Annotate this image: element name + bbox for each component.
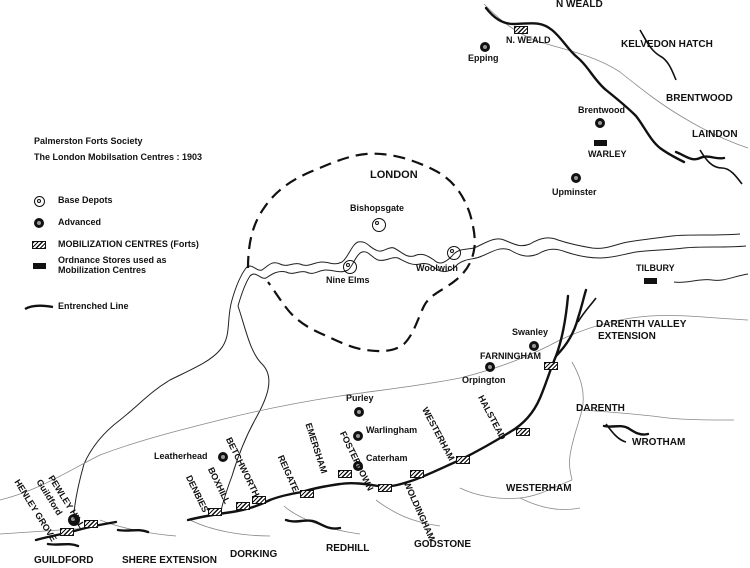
fort-n-weald: [514, 26, 528, 34]
base-depot-woolwich: [447, 246, 461, 260]
label-caterham: Caterham: [366, 453, 408, 463]
river-thames: [231, 233, 741, 301]
store-warley: [594, 140, 607, 146]
label-n-weald-fort: N. WEALD: [506, 35, 551, 45]
label-redhill: REDHILL: [326, 543, 370, 554]
label-godstone: GODSTONE: [414, 539, 472, 550]
fort-westerham: [456, 456, 470, 464]
filled-dot-icon: [34, 218, 44, 228]
label-shere-extension: SHERE EXTENSION: [122, 555, 218, 566]
fort-henley-grove: [60, 528, 74, 536]
label-london: LONDON: [370, 169, 418, 181]
fort-woldingham: [410, 470, 424, 478]
fort-betchworth: [252, 496, 266, 504]
legend-label: Advanced: [58, 217, 102, 228]
label-warlingham: Warlingham: [366, 425, 418, 435]
label-woolwich: Woolwich: [416, 263, 458, 273]
label-wrotham: WROTHAM: [632, 437, 686, 448]
label-leatherhead: Leatherhead: [154, 451, 208, 461]
legend-advanced: Advanced: [20, 214, 101, 232]
society-title: Palmerston Forts Society: [34, 136, 143, 146]
advanced-purley: [354, 407, 364, 417]
label-tilbury: TILBURY: [636, 263, 675, 273]
store-tilbury: [644, 278, 657, 284]
label-orpington: Orpington: [462, 375, 506, 385]
advanced-warlingham: [353, 431, 363, 441]
advanced-brentwood: [595, 118, 605, 128]
label-warley: WARLEY: [588, 149, 627, 159]
advanced-orpington: [485, 362, 495, 372]
legend-label-line1: Ordnance Stores used as: [58, 255, 167, 265]
legend-label: Ordnance Stores used as Mobilization Cen…: [58, 255, 167, 276]
advanced-guildford: [68, 514, 80, 526]
label-westerham-area: WESTERHAM: [506, 483, 572, 494]
thick-line-icon: [24, 304, 54, 311]
advanced-epping: [480, 42, 490, 52]
legend-label-line2: Mobilization Centres: [58, 264, 147, 275]
legend-ordnance-stores: Ordnance Stores used as Mobilization Cen…: [20, 255, 167, 276]
fort-emersham: [338, 470, 352, 478]
base-depot-bishopsgate: [372, 218, 386, 232]
fort-halstead: [516, 428, 530, 436]
solid-rectangle-icon: [32, 262, 46, 269]
label-n-weald: N WEALD: [556, 0, 603, 10]
label-dorking: DORKING: [230, 549, 278, 560]
label-swanley: Swanley: [512, 327, 549, 337]
advanced-caterham: [353, 461, 363, 471]
river-thames-south-bank: [237, 245, 747, 307]
legend-entrenched-line: Entrenched Line: [20, 298, 129, 316]
label-guildford-area: GUILDFORD: [34, 555, 94, 566]
legend-label: Base Depots: [58, 195, 113, 206]
county-boundary: [0, 315, 749, 501]
hatched-rectangle-icon: [32, 241, 46, 249]
fort-denbies: [208, 508, 222, 516]
label-upminster: Upminster: [552, 187, 597, 197]
label-brentwood-area: BRENTWOOD: [666, 93, 733, 104]
fort-farningham: [544, 362, 558, 370]
label-bishopsgate: Bishopsgate: [350, 203, 405, 213]
entrenched-fragments: [577, 29, 743, 443]
fort-fosterdown: [378, 484, 392, 492]
label-darenth-valley: DARENTH VALLEY: [596, 319, 687, 330]
base-depot-nine-elms: [343, 260, 357, 274]
map-subtitle: The London Mobilsation Centres : 1903: [34, 152, 203, 162]
fort-reigate: [300, 490, 314, 498]
label-farningham: FARNINGHAM: [480, 351, 541, 361]
london-boundary: [246, 152, 476, 353]
double-ring-icon: [33, 195, 45, 207]
river-medway: [673, 273, 749, 283]
legend-label: Entrenched Line: [58, 301, 129, 312]
label-epping: Epping: [468, 53, 499, 63]
label-kelvedon-hatch: KELVEDON HATCH: [621, 39, 713, 50]
district-boundary-east: [569, 361, 735, 481]
fort-boxhill: [236, 502, 250, 510]
label-nine-elms: Nine Elms: [326, 275, 370, 285]
river-mole: [219, 305, 270, 517]
advanced-swanley: [529, 341, 539, 351]
label-darenth: DARENTH: [576, 403, 625, 414]
label-brentwood: Brentwood: [578, 105, 625, 115]
label-purley: Purley: [346, 393, 374, 403]
river-wey: [73, 299, 233, 513]
fort-pewley-hill: [84, 520, 98, 528]
label-darenth-extension: EXTENSION: [598, 331, 656, 342]
legend-base-depots: Base Depots: [20, 192, 113, 210]
entrenched-lines: [34, 6, 726, 548]
label-laindon: LAINDON: [692, 129, 738, 140]
legend-label: MOBILIZATION CENTRES (Forts): [58, 239, 199, 250]
advanced-upminster: [571, 173, 581, 183]
advanced-leatherhead: [218, 452, 228, 462]
legend-mobilization-centres: MOBILIZATION CENTRES (Forts): [20, 236, 199, 254]
